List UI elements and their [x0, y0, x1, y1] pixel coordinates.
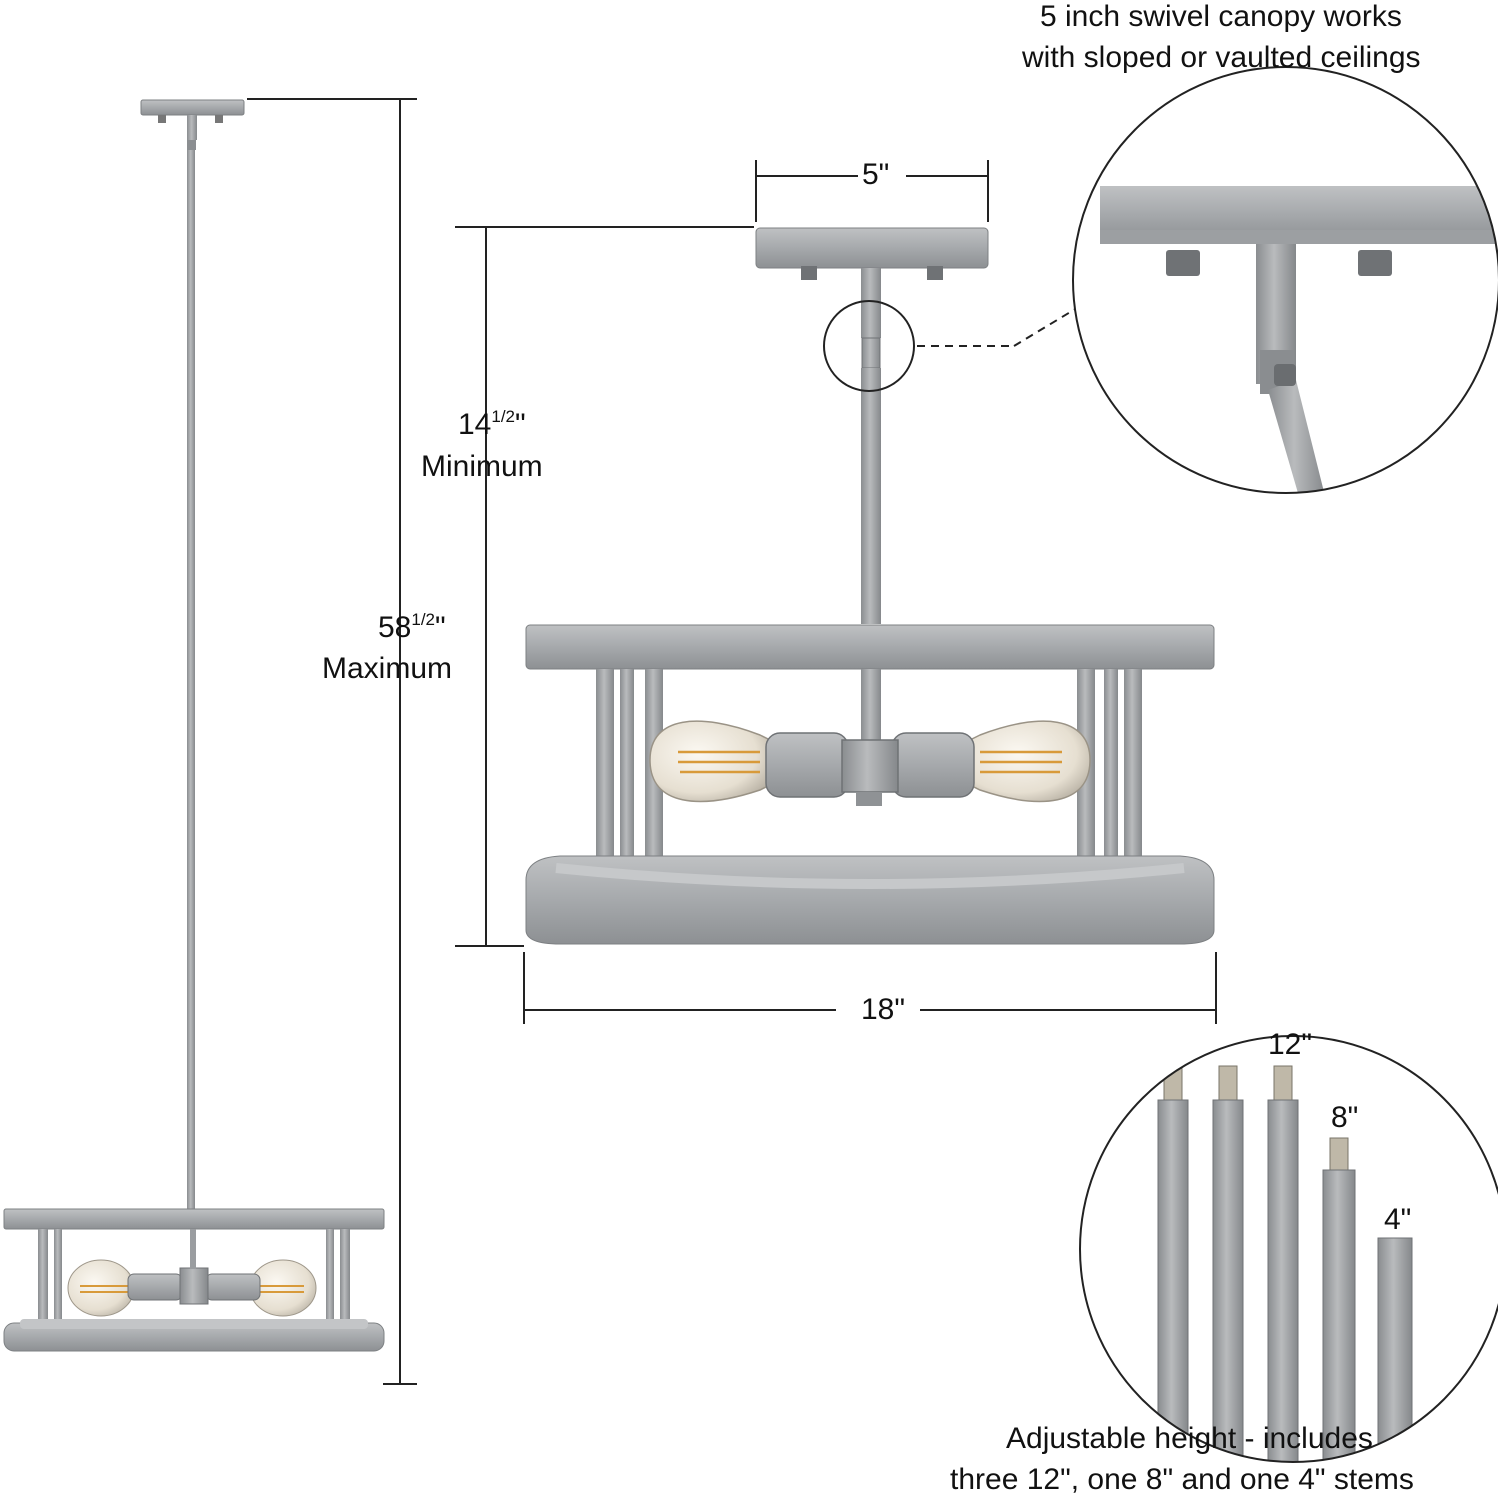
diameter-label: 18"	[861, 993, 906, 1026]
swivel-highlight-circle	[823, 300, 915, 392]
pendant-max-height	[3, 99, 385, 1352]
stems-closeup	[1079, 1035, 1498, 1463]
max-height-mark: "	[435, 611, 446, 644]
stems-caption-line1: Adjustable height - includes	[1006, 1422, 1373, 1455]
pendant-min-height	[525, 227, 1215, 945]
canopy-width-label: 5"	[862, 158, 890, 191]
max-height-dimension-line	[247, 98, 417, 1385]
stems-caption-line2: three 12", one 8" and one 4" stems	[950, 1463, 1414, 1496]
max-height-label: Maximum	[322, 652, 453, 685]
stem-label-12: 12"	[1268, 1028, 1313, 1061]
diameter-dimension-line	[523, 952, 1217, 1024]
min-height-mark: "	[515, 408, 526, 441]
swivel-canopy-closeup	[1072, 66, 1498, 494]
min-height-label: Minimum	[421, 450, 543, 483]
max-height-value: 581/2"	[378, 610, 446, 644]
max-height-fraction: 1/2	[411, 610, 436, 629]
stem-label-8: 8"	[1331, 1101, 1359, 1134]
swivel-callout-line1: 5 inch swivel canopy works	[1040, 0, 1402, 33]
min-height-value: 141/2"	[458, 407, 526, 441]
stem-label-4: 4"	[1384, 1203, 1412, 1236]
min-height-whole: 14	[458, 408, 492, 441]
canopy-width-dimension-line	[755, 160, 989, 222]
max-height-whole: 58	[378, 611, 412, 644]
swivel-callout-line2: with sloped or vaulted ceilings	[1022, 41, 1421, 74]
min-height-dimension-line	[455, 226, 754, 947]
min-height-fraction: 1/2	[491, 407, 516, 426]
